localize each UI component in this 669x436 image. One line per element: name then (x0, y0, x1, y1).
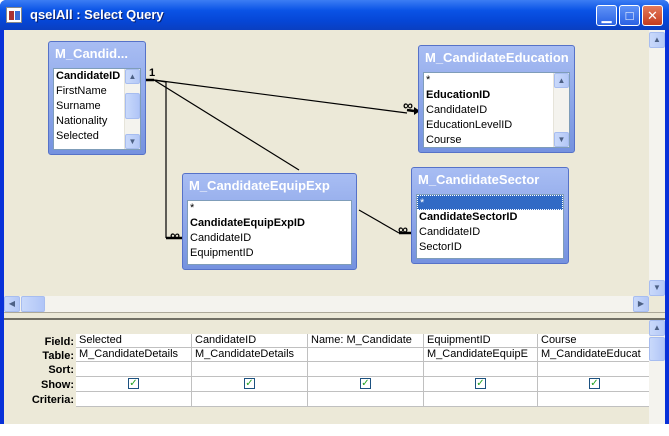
show-checkbox[interactable]: ✓ (244, 378, 255, 389)
grid-field-cell[interactable]: Course (538, 334, 652, 348)
design-grid[interactable]: Field: Table: Sort: Show: Criteria: Sele… (4, 320, 665, 424)
field-item[interactable]: Selected (56, 130, 99, 142)
field-list[interactable]: * CandidateSectorID CandidateID SectorID (416, 194, 564, 259)
field-item[interactable]: CandidateSectorID (419, 211, 518, 223)
grid-criteria-cell[interactable] (76, 392, 192, 407)
field-item[interactable]: * (426, 74, 431, 86)
field-list-scrollbar[interactable]: ▲ ▼ (553, 73, 569, 147)
relationship-lines: 1 ∞ ∞ ∞ (146, 67, 420, 243)
table-candidate-education[interactable]: M_CandidateEducation * EducationID Candi… (418, 45, 575, 153)
scroll-up-icon[interactable]: ▲ (649, 32, 665, 48)
field-item[interactable]: Nationality (56, 115, 108, 127)
field-item[interactable]: Course (426, 134, 462, 146)
scroll-thumb[interactable] (125, 93, 140, 119)
row-label-field: Field: (44, 336, 74, 348)
one-label: 1 (149, 67, 155, 79)
scroll-up-icon[interactable]: ▲ (649, 320, 665, 336)
field-list[interactable]: * CandidateEquipExpID CandidateID Equipm… (187, 200, 352, 265)
scroll-thumb[interactable] (21, 296, 45, 312)
grid-table-cell[interactable]: M_CandidateDetails (76, 348, 192, 362)
field-list[interactable]: CandidateID FirstName Surname Nationalit… (53, 68, 141, 150)
grid-vscrollbar[interactable]: ▲ (649, 320, 665, 424)
grid-field-cell[interactable]: CandidateID (192, 334, 308, 348)
many-label-sector: ∞ (398, 221, 408, 237)
show-checkbox[interactable]: ✓ (360, 378, 371, 389)
table-title[interactable]: M_Candid... (55, 46, 128, 61)
table-candidate-equipexp[interactable]: M_CandidateEquipExp * CandidateEquipExpI… (182, 173, 357, 270)
grid-sort-cell[interactable] (424, 362, 538, 377)
field-item[interactable]: FirstName (56, 85, 107, 97)
grid-field-cell[interactable]: Name: M_Candidate (308, 334, 424, 348)
table-candidate[interactable]: M_Candid... CandidateID FirstName Surnam… (48, 41, 146, 155)
grid-field-cell[interactable]: EquipmentID (424, 334, 538, 348)
grid-criteria-cell[interactable] (308, 392, 424, 407)
field-item[interactable]: SectorID (419, 241, 462, 253)
field-item[interactable]: EducationID (426, 89, 491, 101)
query-icon (6, 7, 22, 23)
show-checkbox[interactable]: ✓ (475, 378, 486, 389)
row-label-show: Show: (41, 379, 74, 391)
field-item[interactable]: EquipmentID (190, 247, 254, 259)
minimize-button[interactable]: ▁ (596, 5, 617, 26)
grid-show-cell[interactable]: ✓ (76, 377, 192, 392)
grid-table-cell[interactable]: M_CandidateEquipE (424, 348, 538, 362)
relation-line-sector (153, 79, 300, 171)
field-list-scrollbar[interactable]: ▲ ▼ (124, 69, 140, 149)
table-pane-hscrollbar[interactable]: ◀ ▶ (4, 296, 649, 312)
grid-sort-cell[interactable] (308, 362, 424, 377)
title-bar[interactable]: qselAll : Select Query ▁ □ ✕ (0, 0, 669, 30)
pane-splitter[interactable] (4, 312, 665, 320)
scroll-down-icon[interactable]: ▼ (649, 280, 665, 296)
scroll-right-icon[interactable]: ▶ (633, 296, 649, 312)
scroll-left-icon[interactable]: ◀ (4, 296, 20, 312)
close-button[interactable]: ✕ (642, 5, 663, 26)
field-item[interactable]: CandidateID (190, 232, 252, 244)
grid-table-cell[interactable]: M_CandidateDetails (192, 348, 308, 362)
grid-criteria-cell[interactable] (424, 392, 538, 407)
scroll-thumb[interactable] (649, 337, 665, 361)
many-label-education: ∞ (403, 97, 413, 113)
grid-show-cell[interactable]: ✓ (308, 377, 424, 392)
field-list[interactable]: * EducationID CandidateID EducationLevel… (423, 72, 570, 148)
field-item[interactable]: * (190, 202, 195, 214)
grid-show-cell[interactable]: ✓ (424, 377, 538, 392)
scroll-up-icon[interactable]: ▲ (125, 69, 140, 84)
scroll-down-icon[interactable]: ▼ (554, 132, 569, 147)
grid-field-cell[interactable]: Selected (76, 334, 192, 348)
field-item[interactable]: Surname (56, 100, 101, 112)
field-item[interactable]: CandidateID (419, 226, 481, 238)
grid-sort-cell[interactable] (76, 362, 192, 377)
grid-show-cell[interactable]: ✓ (538, 377, 652, 392)
field-item[interactable]: EducationLevelID (426, 119, 513, 131)
table-pane[interactable]: 1 ∞ ∞ ∞ M_Candid... CandidateID FirstNam… (4, 30, 665, 296)
row-label-sort: Sort: (48, 364, 74, 376)
grid-criteria-cell[interactable] (538, 392, 652, 407)
scroll-up-icon[interactable]: ▲ (554, 73, 569, 88)
field-item-selected[interactable]: * (417, 195, 563, 210)
grid-criteria-cell[interactable] (192, 392, 308, 407)
field-item[interactable]: CandidateID (426, 104, 488, 116)
grid-sort-cell[interactable] (192, 362, 308, 377)
scroll-down-icon[interactable]: ▼ (125, 134, 140, 149)
table-title[interactable]: M_CandidateSector (418, 172, 540, 187)
grid-table-cell[interactable] (308, 348, 424, 362)
grid-table-cell[interactable]: M_CandidateEducat (538, 348, 652, 362)
field-item[interactable]: CandidateEquipExpID (190, 217, 305, 229)
field-item[interactable]: CandidateID (56, 70, 121, 82)
grid-show-cell[interactable]: ✓ (192, 377, 308, 392)
show-checkbox[interactable]: ✓ (589, 378, 600, 389)
window-title: qselAll : Select Query (30, 7, 164, 22)
table-title[interactable]: M_CandidateEducation (425, 50, 569, 65)
row-label-table: Table: (42, 350, 74, 362)
grid-sort-cell[interactable] (538, 362, 652, 377)
many-label-equipexp: ∞ (170, 227, 180, 243)
table-title[interactable]: M_CandidateEquipExp (189, 178, 330, 193)
show-checkbox[interactable]: ✓ (128, 378, 139, 389)
table-pane-vscrollbar[interactable]: ▲ ▼ (649, 30, 665, 296)
maximize-button[interactable]: □ (619, 5, 640, 26)
row-label-criteria: Criteria: (31, 394, 74, 406)
relation-line-education (153, 79, 408, 114)
table-candidate-sector[interactable]: M_CandidateSector * CandidateSectorID Ca… (411, 167, 569, 264)
scroll-corner (649, 296, 665, 312)
